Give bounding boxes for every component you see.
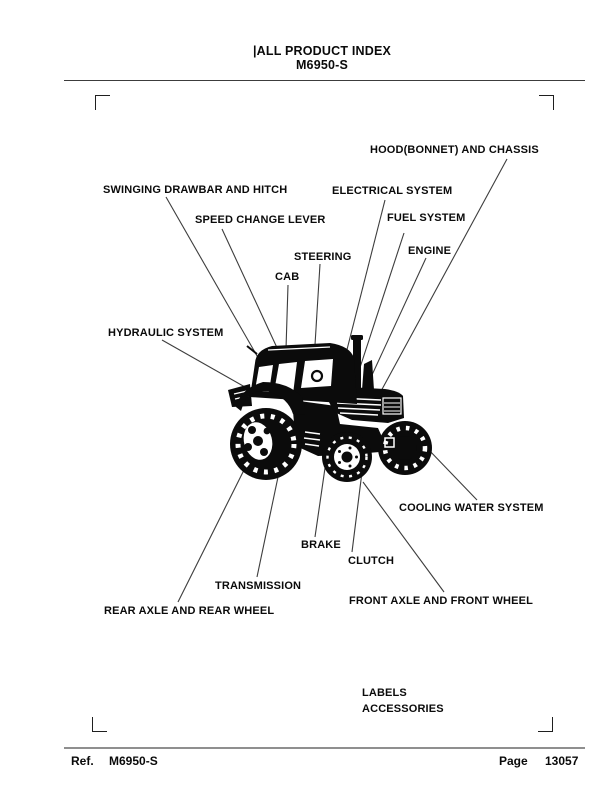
part-label-labels: LABELS bbox=[362, 687, 407, 699]
part-label-engine: ENGINE bbox=[408, 245, 452, 257]
page-subtitle: M6950-S bbox=[295, 58, 349, 72]
rear-wheel bbox=[230, 408, 302, 480]
leader-hood-bonnet-and-chassis bbox=[379, 158, 508, 394]
leader-brake bbox=[314, 467, 326, 538]
part-label-steering: STEERING bbox=[294, 251, 352, 263]
leader-front-axle-and-front-wheel bbox=[362, 481, 445, 593]
part-label-hydraulic-system: HYDRAULIC SYSTEM bbox=[108, 327, 224, 339]
footer-rule bbox=[64, 747, 585, 749]
part-label-brake: BRAKE bbox=[301, 539, 341, 551]
exhaust-stack bbox=[351, 335, 374, 390]
part-label-accessories: ACCESSORIES bbox=[362, 703, 444, 715]
leader-engine bbox=[365, 257, 427, 389]
footer-page-label: Page bbox=[499, 754, 528, 768]
leader-clutch bbox=[351, 471, 363, 553]
rear-fender bbox=[236, 382, 305, 415]
front-wheel bbox=[322, 432, 372, 482]
part-label-swinging-drawbar-and-hitch: SWINGING DRAWBAR AND HITCH bbox=[103, 184, 288, 196]
part-label-fuel-system: FUEL SYSTEM bbox=[387, 212, 466, 224]
part-label-cab: CAB bbox=[275, 271, 300, 283]
leader-cab bbox=[285, 284, 289, 350]
leader-rear-axle-and-rear-wheel bbox=[177, 461, 249, 603]
part-label-clutch: CLUTCH bbox=[348, 555, 395, 567]
header-rule bbox=[64, 80, 585, 81]
crop-mark-bottom-left bbox=[92, 717, 107, 732]
part-label-cooling-water-system: COOLING WATER SYSTEM bbox=[399, 502, 544, 514]
far-front-wheel bbox=[378, 421, 432, 475]
page-title: |ALL PRODUCT INDEX bbox=[252, 44, 392, 58]
part-label-electrical-system: ELECTRICAL SYSTEM bbox=[332, 185, 453, 197]
leader-cooling-water-system bbox=[426, 447, 478, 501]
footer-ref-label: Ref. bbox=[71, 754, 94, 768]
crop-mark-top-right bbox=[539, 95, 554, 110]
footer-page-value: 13057 bbox=[545, 754, 579, 768]
crop-mark-top-left bbox=[95, 95, 110, 110]
part-label-speed-change-lever: SPEED CHANGE LEVER bbox=[195, 214, 326, 226]
part-label-transmission: TRANSMISSION bbox=[215, 580, 302, 592]
footer-ref-value: M6950-S bbox=[109, 754, 158, 768]
part-label-rear-axle-and-rear-wheel: REAR AXLE AND REAR WHEEL bbox=[104, 605, 275, 617]
cab-body bbox=[246, 343, 357, 404]
leader-hydraulic-system bbox=[161, 339, 253, 392]
part-label-front-axle-and-front-wheel: FRONT AXLE AND FRONT WHEEL bbox=[349, 595, 533, 607]
crop-mark-bottom-right bbox=[538, 717, 553, 732]
part-label-hood-bonnet-and-chassis: HOOD(BONNET) AND CHASSIS bbox=[370, 144, 539, 156]
tractor-illustration bbox=[228, 335, 432, 482]
page-title-block: |ALL PRODUCT INDEX M6950-S bbox=[122, 44, 522, 72]
